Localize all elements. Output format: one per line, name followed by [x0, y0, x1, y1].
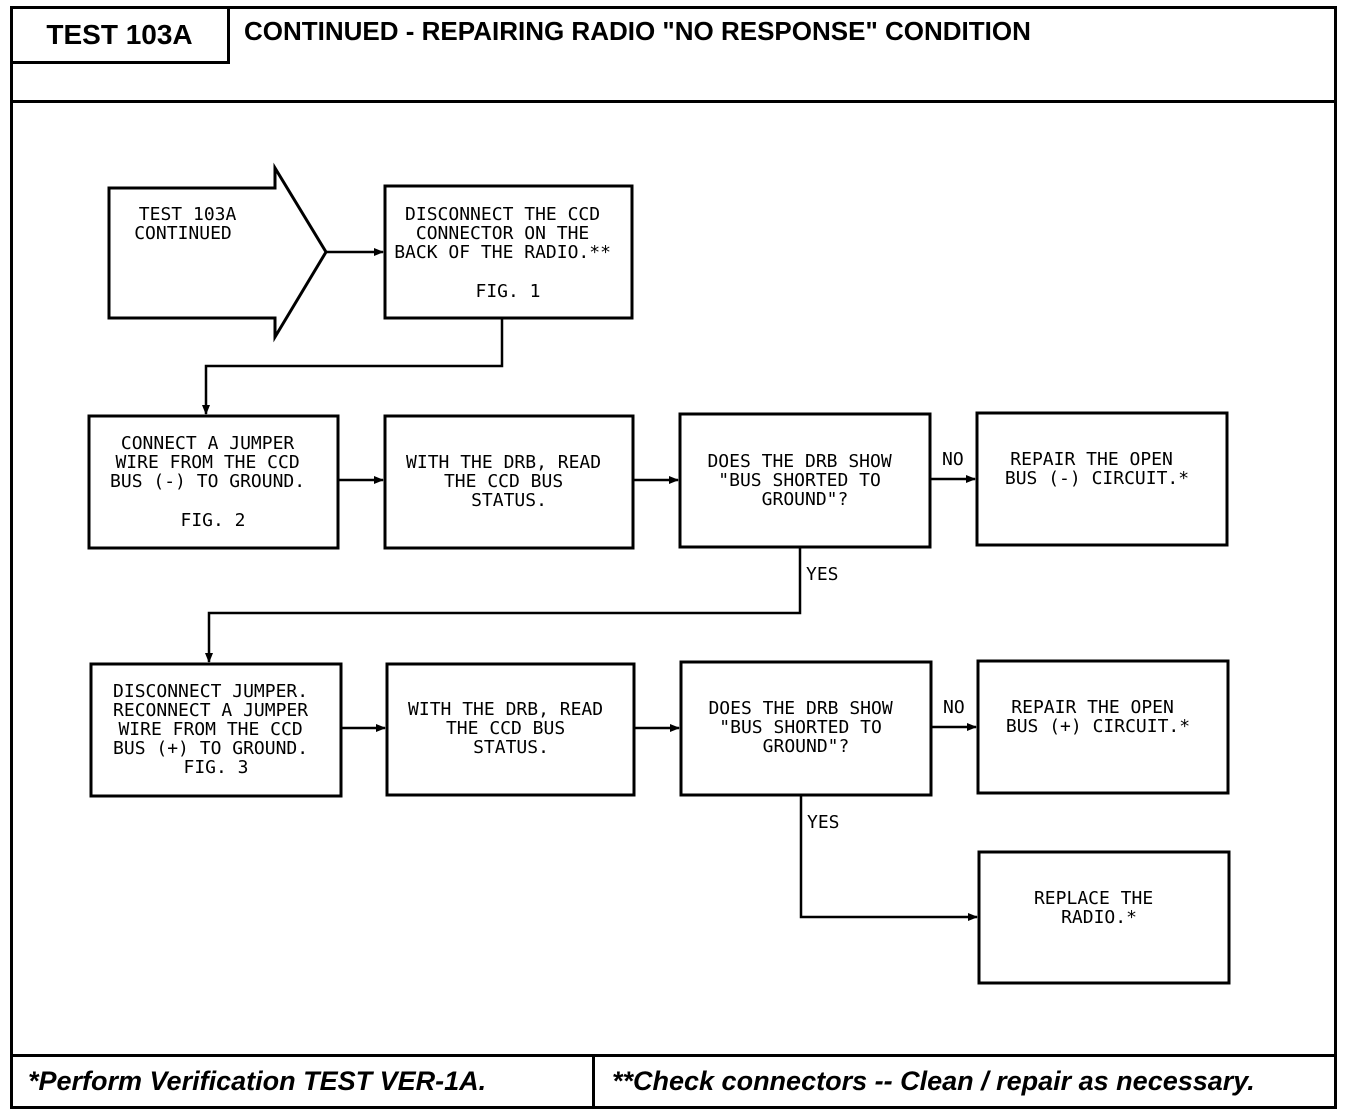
start-label: TEST 103A CONTINUED — [134, 204, 247, 244]
footer-divider — [10, 1054, 1337, 1057]
result1-text: REPAIR THE OPEN BUS (-) CIRCUIT.* — [1005, 449, 1189, 489]
decision1-yes-label: YES — [806, 564, 839, 585]
header-divider — [10, 100, 1337, 103]
step2-box — [87, 414, 340, 550]
result2-text: REPAIR THE OPEN BUS (+) CIRCUIT.* — [1006, 697, 1190, 737]
step1-text: DISCONNECT THE CCD CONNECTOR ON THE BACK… — [394, 204, 622, 302]
step4-box — [89, 662, 343, 798]
footer-separator — [592, 1056, 595, 1106]
step4-text: DISCONNECT JUMPER. RECONNECT A JUMPER WI… — [113, 681, 319, 778]
connector-decision2-yes — [799, 795, 978, 921]
start-arrow-shape — [107, 162, 328, 343]
step2-text: CONNECT A JUMPER WIRE FROM THE CCD BUS (… — [110, 433, 316, 531]
connector-decision1-yes — [205, 547, 802, 663]
step3-box — [383, 414, 635, 550]
result2-box — [976, 659, 1230, 795]
result3-box — [977, 850, 1231, 985]
test-id-box: TEST 103A — [12, 8, 230, 64]
step3-text: WITH THE DRB, READ THE CCD BUS STATUS. — [406, 452, 612, 511]
decision1-text: DOES THE DRB SHOW "BUS SHORTED TO GROUND… — [707, 451, 902, 510]
step5-box — [385, 662, 636, 797]
decision2-box — [679, 660, 933, 797]
page-title: CONTINUED - REPAIRING RADIO "NO RESPONSE… — [244, 16, 1031, 46]
connector-step1-step2 — [202, 318, 504, 415]
step1-box — [383, 184, 634, 320]
decision2-no-label: NO — [943, 697, 965, 718]
page-frame — [10, 6, 1337, 1109]
decision2-text: DOES THE DRB SHOW "BUS SHORTED TO GROUND… — [708, 698, 903, 757]
decision1-no-label: NO — [942, 449, 964, 470]
result1-box — [975, 411, 1229, 547]
decision1-box — [678, 412, 932, 549]
step5-text: WITH THE DRB, READ THE CCD BUS STATUS. — [408, 699, 614, 758]
decision2-yes-label: YES — [807, 812, 840, 833]
footer-note-right: **Check connectors -- Clean / repair as … — [612, 1066, 1255, 1096]
footer-note-left: *Perform Verification TEST VER-1A. — [28, 1066, 487, 1096]
result3-text: REPLACE THE RADIO.* — [1034, 888, 1164, 928]
